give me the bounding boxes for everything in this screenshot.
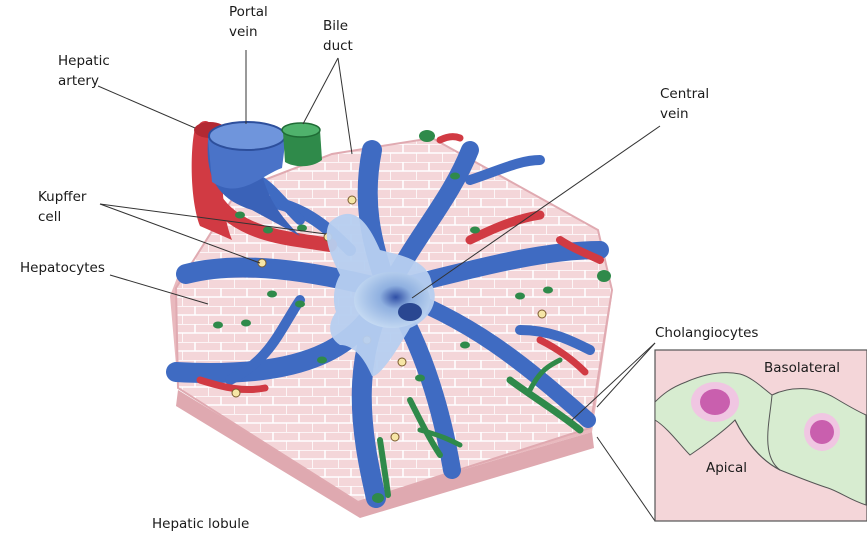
label-apical: Apical bbox=[706, 458, 747, 478]
label-hepatocytes: Hepatocytes bbox=[20, 258, 105, 278]
label-hepatic-lobule: Hepatic lobule bbox=[152, 514, 249, 534]
label-cholangiocytes: Cholangiocytes bbox=[655, 323, 758, 343]
label-basolateral: Basolateral bbox=[764, 358, 840, 378]
